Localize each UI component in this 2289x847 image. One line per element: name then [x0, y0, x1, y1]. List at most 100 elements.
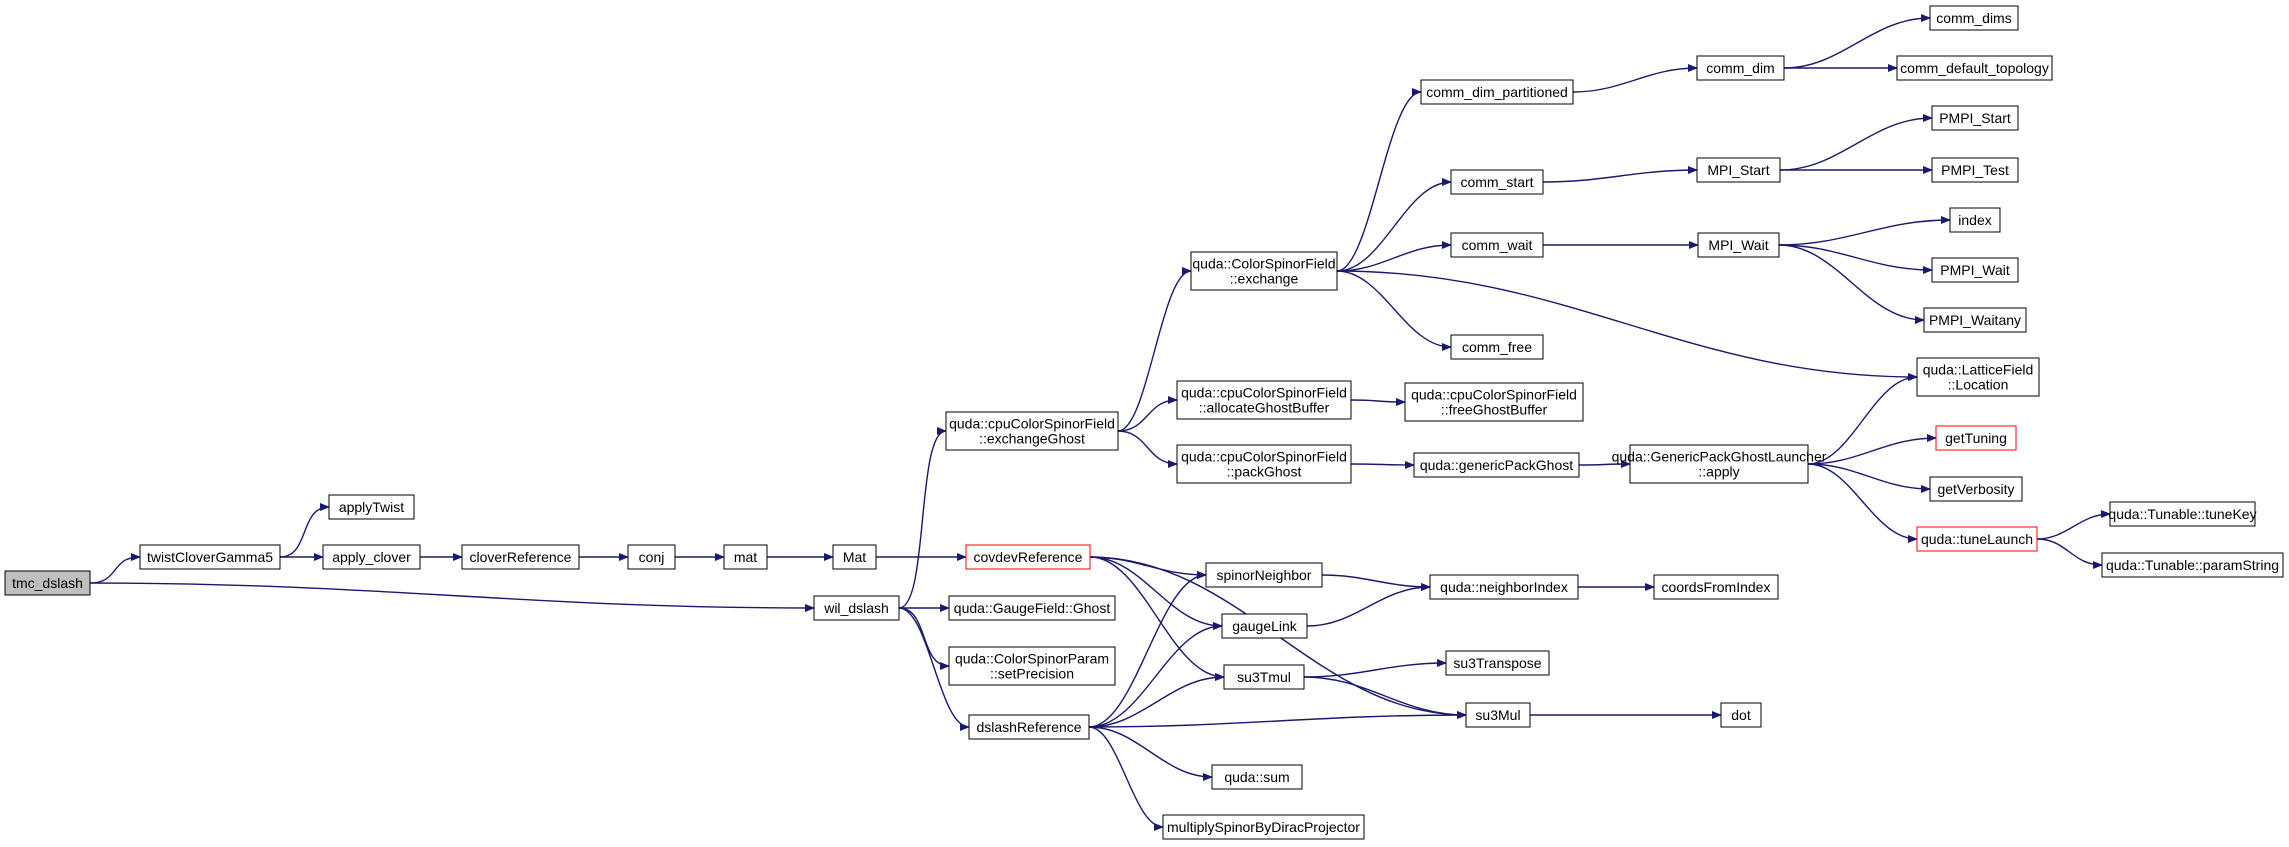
node-label: covdevReference — [974, 549, 1083, 565]
node-quda-neighborindex[interactable]: quda::neighborIndex — [1429, 574, 1579, 600]
node-box — [1696, 55, 1785, 81]
node-conj[interactable]: conj — [627, 544, 676, 570]
node-index[interactable]: index — [1949, 207, 2001, 233]
node-mpi-start[interactable]: MPI_Start — [1696, 157, 1781, 183]
node-spinorneighbor[interactable]: spinorNeighbor — [1205, 562, 1323, 588]
node-dot[interactable]: dot — [1720, 702, 1762, 728]
node-quda-tunable-tunekey[interactable]: quda::Tunable::tuneKey — [2108, 501, 2257, 527]
node-label: comm_dims — [1936, 10, 2011, 26]
node-label: conj — [639, 549, 665, 565]
node-quda-colorspinorfield-exchange[interactable]: quda::ColorSpinorField::exchange — [1190, 251, 1338, 291]
node-label: comm_dim_partitioned — [1426, 84, 1568, 100]
node-label: su3Transpose — [1453, 655, 1541, 671]
node-pmpi-wait[interactable]: PMPI_Wait — [1931, 257, 2019, 283]
node-comm-free[interactable]: comm_free — [1450, 334, 1544, 360]
node-box — [627, 544, 676, 570]
node-cloverreference[interactable]: cloverReference — [461, 544, 580, 570]
node-tmc-dslash[interactable]: tmc_dslash — [4, 570, 91, 596]
node-quda-gaugefield-ghost[interactable]: quda::GaugeField::Ghost — [948, 595, 1116, 621]
node-label: twistCloverGamma5 — [147, 549, 273, 565]
node-box — [1162, 814, 1365, 840]
node-label: PMPI_Waitany — [1929, 312, 2021, 328]
node-applytwist[interactable]: applyTwist — [328, 494, 415, 520]
node-pmpi-start[interactable]: PMPI_Start — [1931, 105, 2019, 131]
node-box — [1450, 169, 1544, 195]
node-box — [1190, 251, 1338, 291]
node-quda-cpucolorspinorfield-packghost[interactable]: quda::cpuColorSpinorField::packGhost — [1176, 444, 1352, 484]
node-label: getVerbosity — [1937, 481, 2014, 497]
node-coordsfromindex[interactable]: coordsFromIndex — [1653, 574, 1779, 600]
node-wil-dslash[interactable]: wil_dslash — [813, 595, 900, 621]
node-comm-wait[interactable]: comm_wait — [1450, 232, 1544, 258]
node-label: quda::cpuColorSpinorField — [1411, 387, 1577, 403]
node-label: ::freeGhostBuffer — [1441, 402, 1548, 418]
node-label: quda::GaugeField::Ghost — [954, 600, 1111, 616]
node-label: quda::tuneLaunch — [1921, 531, 2033, 547]
node-box — [1916, 526, 2038, 552]
node-comm-dims[interactable]: comm_dims — [1929, 5, 2019, 31]
node-label: ::packGhost — [1227, 464, 1302, 480]
node-quda-genericpackghostlauncher-apply[interactable]: quda::GenericPackGhostLauncher::apply — [1612, 444, 1827, 484]
node-label: gaugeLink — [1232, 618, 1298, 634]
edge-wil-dslash-to-dslashreference — [898, 607, 970, 731]
node-comm-dim[interactable]: comm_dim — [1696, 55, 1785, 81]
edge-su3tmul-to-su3transpose — [1303, 659, 1447, 678]
node-quda-sum[interactable]: quda::sum — [1211, 764, 1303, 790]
node-quda-genericpackghost[interactable]: quda::genericPackGhost — [1413, 452, 1580, 478]
node-label: comm_dim — [1706, 60, 1774, 76]
node-mat[interactable]: mat — [723, 544, 768, 570]
edge-quda-tunelaunch-to-quda-tunable-paramstring — [2036, 538, 2103, 569]
node-covdevreference[interactable]: covdevReference — [965, 544, 1091, 570]
node-label: PMPI_Start — [1939, 110, 2011, 126]
node-pmpi-test[interactable]: PMPI_Test — [1931, 157, 2019, 183]
edge-mpi-wait-to-pmpi-wait — [1778, 244, 1933, 274]
node-quda-colorspinorparam-setprecision[interactable]: quda::ColorSpinorParam::setPrecision — [948, 646, 1116, 686]
node-apply-clover[interactable]: apply_clover — [322, 544, 421, 570]
node-label: dot — [1731, 707, 1751, 723]
node-twistclovergamma5[interactable]: twistCloverGamma5 — [139, 544, 281, 570]
edge-dslashreference-to-gaugelink — [1088, 622, 1223, 728]
node-layer: tmc_dslash twistCloverGamma5 applyTwist app… — [4, 5, 2284, 840]
node-box — [1176, 444, 1352, 484]
node-box — [1450, 334, 1544, 360]
node-su3transpose[interactable]: su3Transpose — [1445, 650, 1550, 676]
node-getverbosity[interactable]: getVerbosity — [1929, 476, 2023, 502]
node-box — [1629, 444, 1809, 484]
node-pmpi-waitany[interactable]: PMPI_Waitany — [1923, 307, 2027, 333]
node-su3mul[interactable]: su3Mul — [1465, 702, 1531, 728]
node-box — [948, 646, 1116, 686]
edge-gaugelink-to-quda-neighborindex — [1306, 583, 1431, 627]
node-quda-cpucolorspinorfield-allocateghostbuffer[interactable]: quda::cpuColorSpinorField::allocateGhost… — [1176, 380, 1352, 420]
edge-spinorneighbor-to-quda-neighborindex — [1321, 574, 1431, 591]
edge-quda-cpucolorspinorfield-packghost-to-quda-genericpackghost — [1350, 460, 1415, 469]
edge-quda-cpucolorspinorfield-exchangeghost-to-quda-cpucolorspinorfield-allocateghostbuffer — [1117, 396, 1178, 432]
edge-quda-genericpackghostlauncher-apply-to-quda-tunelaunch — [1807, 463, 1918, 543]
node-gettuning[interactable]: getTuning — [1935, 425, 2017, 451]
node-dslashreference[interactable]: dslashReference — [968, 714, 1090, 740]
node-quda-cpucolorspinorfield-freeghostbuffer[interactable]: quda::cpuColorSpinorField::freeGhostBuff… — [1404, 382, 1584, 422]
node-label: comm_default_topology — [1900, 60, 2049, 76]
node-label: quda::ColorSpinorParam — [955, 651, 1109, 667]
node-box — [1916, 357, 2040, 397]
node-quda-tunelaunch[interactable]: quda::tuneLaunch — [1916, 526, 2038, 552]
node-quda-latticefield-location[interactable]: quda::LatticeField::Location — [1916, 357, 2040, 397]
node-comm-default-topology[interactable]: comm_default_topology — [1896, 55, 2053, 81]
edge-tmc-dslash-to-twistclovergamma5 — [89, 553, 141, 584]
node-multiplyspinorbydiracprojector[interactable]: multiplySpinorByDiracProjector — [1162, 814, 1365, 840]
node-mpi-wait[interactable]: MPI_Wait — [1697, 232, 1780, 258]
node-gaugelink[interactable]: gaugeLink — [1221, 613, 1308, 639]
node-comm-dim-partitioned[interactable]: comm_dim_partitioned — [1420, 79, 1574, 105]
node-comm-start[interactable]: comm_start — [1450, 169, 1544, 195]
node-mat[interactable]: Mat — [832, 544, 877, 570]
node-label: ::exchangeGhost — [979, 431, 1085, 447]
node-su3tmul[interactable]: su3Tmul — [1223, 664, 1305, 690]
node-label: getTuning — [1945, 430, 2007, 446]
edge-comm-dim-to-comm-dims — [1783, 14, 1931, 69]
node-quda-tunable-paramstring[interactable]: quda::Tunable::paramString — [2101, 552, 2284, 578]
node-label: ::apply — [1698, 464, 1739, 480]
node-box — [1949, 207, 2001, 233]
node-label: comm_start — [1460, 174, 1533, 190]
edge-quda-tunelaunch-to-quda-tunable-tunekey — [2036, 510, 2111, 540]
node-label: quda::ColorSpinorField — [1192, 256, 1335, 272]
node-quda-cpucolorspinorfield-exchangeghost[interactable]: quda::cpuColorSpinorField::exchangeGhost — [945, 411, 1119, 451]
